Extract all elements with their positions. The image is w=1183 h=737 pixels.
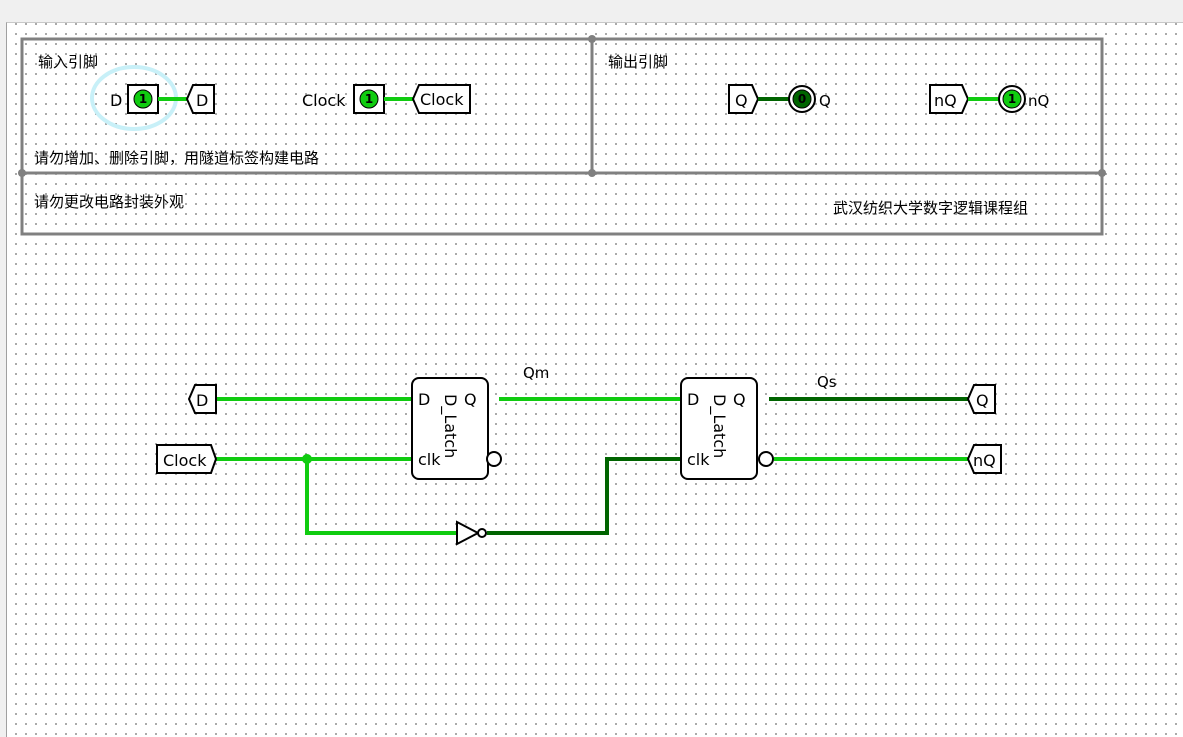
tunnel-in-clock-label: Clock	[420, 90, 464, 109]
header-frame	[20, 37, 1104, 236]
latch2-pin-clk: clk	[687, 450, 710, 469]
output-pin-q[interactable]: 0	[788, 85, 816, 113]
circuit-tunnel-d[interactable]: D	[187, 384, 217, 414]
circuit-wires	[216, 397, 968, 535]
latch2-nq-bubble	[758, 451, 774, 467]
circuit-tunnel-clock-label: Clock	[163, 451, 207, 470]
tunnel-in-d[interactable]: D	[185, 84, 215, 114]
note-package: 请勿更改电路封装外观	[34, 193, 184, 211]
input-section-title: 输入引脚	[38, 53, 98, 71]
output-pin-q-label: Q	[819, 92, 831, 110]
tunnel-out-q-label: Q	[735, 91, 748, 110]
credit-text: 武汉纺织大学数字逻辑课程组	[833, 199, 1028, 217]
latch1-nq-bubble	[486, 451, 502, 467]
output-pin-nq-value: 1	[1008, 92, 1016, 106]
input-pin-d-value: 1	[139, 92, 147, 106]
clock-junction	[302, 454, 312, 464]
output-pin-q-value: 0	[798, 92, 806, 106]
circuit-tunnel-q-label: Q	[976, 391, 989, 410]
tunnel-in-d-label: D	[196, 91, 208, 110]
circuit-tunnel-nq[interactable]: nQ	[966, 444, 1002, 474]
circuit-tunnel-d-label: D	[196, 391, 208, 410]
latch1-pin-d: D	[418, 390, 430, 409]
input-pin-clock-value: 1	[365, 92, 373, 106]
input-pin-d[interactable]: 1	[127, 84, 159, 114]
wire-label-qs: Qs	[817, 373, 837, 391]
latch1-name: D_Latch	[440, 394, 460, 458]
tunnel-out-nq[interactable]: nQ	[929, 84, 970, 114]
input-pin-d-label: D	[110, 91, 122, 110]
output-pin-nq[interactable]: 1	[998, 85, 1026, 113]
circuit-canvas[interactable]	[6, 22, 1183, 737]
tunnel-in-clock[interactable]: Clock	[411, 84, 471, 114]
window-top-strip	[0, 0, 1183, 22]
note-pins: 请勿增加、删除引脚，用隧道标签构建电路	[34, 149, 319, 167]
latch1-pin-clk: clk	[418, 450, 441, 469]
tunnel-out-q[interactable]: Q	[728, 84, 760, 114]
input-pin-clock-label: Clock	[302, 91, 346, 110]
latch2-pin-q: Q	[733, 390, 746, 409]
tunnel-out-nq-label: nQ	[934, 91, 957, 110]
input-pin-clock[interactable]: 1	[353, 84, 385, 114]
latch1-pin-q: Q	[464, 390, 477, 409]
output-section-title: 输出引脚	[608, 53, 668, 71]
wire-not-to-latch2	[487, 457, 681, 535]
output-pin-nq-label: nQ	[1028, 92, 1049, 110]
d-latch-1[interactable]: D Q clk D_Latch	[411, 377, 502, 480]
frame-junctions	[18, 35, 1106, 177]
d-latch-2[interactable]: D Q clk D_Latch	[680, 377, 774, 480]
latch2-pin-d: D	[687, 390, 699, 409]
circuit-tunnel-clock[interactable]: Clock	[156, 444, 218, 474]
circuit-tunnel-q[interactable]: Q	[966, 384, 996, 414]
circuit-tunnel-nq-label: nQ	[973, 451, 996, 470]
latch2-name: D_Latch	[709, 394, 729, 458]
not-gate[interactable]	[456, 520, 487, 546]
wire-clock-to-not	[305, 459, 457, 535]
wire-label-qm: Qm	[523, 364, 549, 382]
